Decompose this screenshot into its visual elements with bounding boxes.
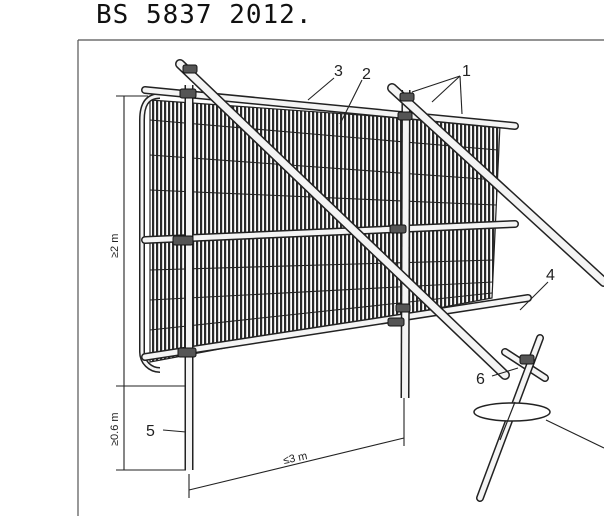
- standard-reference: BS 5837 2012.: [96, 0, 313, 30]
- diagonal-brace-right: [387, 83, 604, 287]
- diagonal-brace-left: [175, 59, 510, 380]
- height-dimension-label: ≥2 m: [109, 234, 121, 258]
- upright-right: [400, 89, 411, 399]
- rail-middle: [141, 220, 519, 244]
- callout-5: 5: [146, 423, 155, 440]
- rail-bottom: [141, 294, 532, 361]
- callout-leaders: [162, 75, 604, 449]
- coupler-clamps: [172, 64, 535, 365]
- anchor-base-plate: [473, 402, 551, 422]
- height-dimension-line: [116, 95, 186, 387]
- strut-base-tube: [501, 348, 549, 382]
- spacing-dimension-line: [188, 398, 405, 498]
- callout-2: 2: [362, 66, 371, 83]
- callout-3: 3: [334, 63, 343, 80]
- callout-1: 1: [462, 63, 471, 80]
- callout-6: 6: [476, 371, 485, 388]
- depth-dimension-line: [116, 386, 186, 471]
- callout-4: 4: [546, 267, 555, 284]
- spacing-dimension-label: ≤3 m: [282, 450, 308, 467]
- depth-dimension-label: ≥0.6 m: [109, 412, 121, 446]
